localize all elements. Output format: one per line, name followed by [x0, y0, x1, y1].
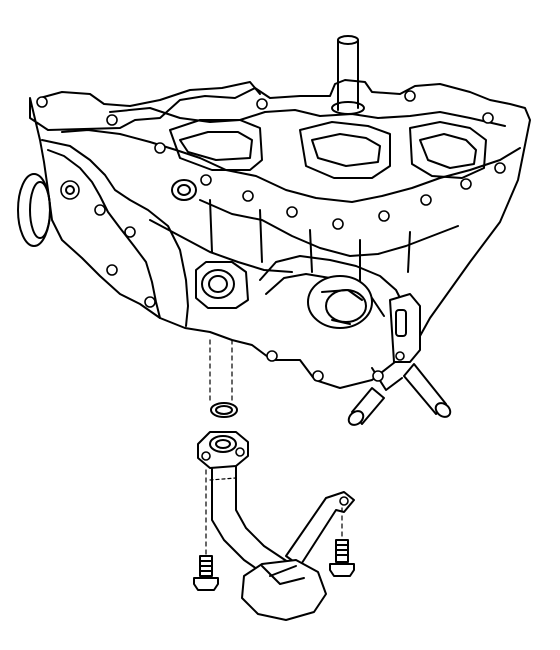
- mounting-bolt-right: [329, 507, 355, 577]
- strainer-bracket: [285, 491, 355, 567]
- mounting-bolt-left: [193, 469, 219, 591]
- oil-strainer: [241, 559, 327, 621]
- sensor-grommet: [171, 179, 197, 201]
- front-bore: [307, 275, 373, 329]
- o-ring-seal: [210, 402, 238, 418]
- oil-pickup-tube: [197, 431, 355, 579]
- alignment-guides: [209, 339, 233, 401]
- water-pipe-right: [403, 363, 447, 415]
- engine-block: [17, 35, 531, 426]
